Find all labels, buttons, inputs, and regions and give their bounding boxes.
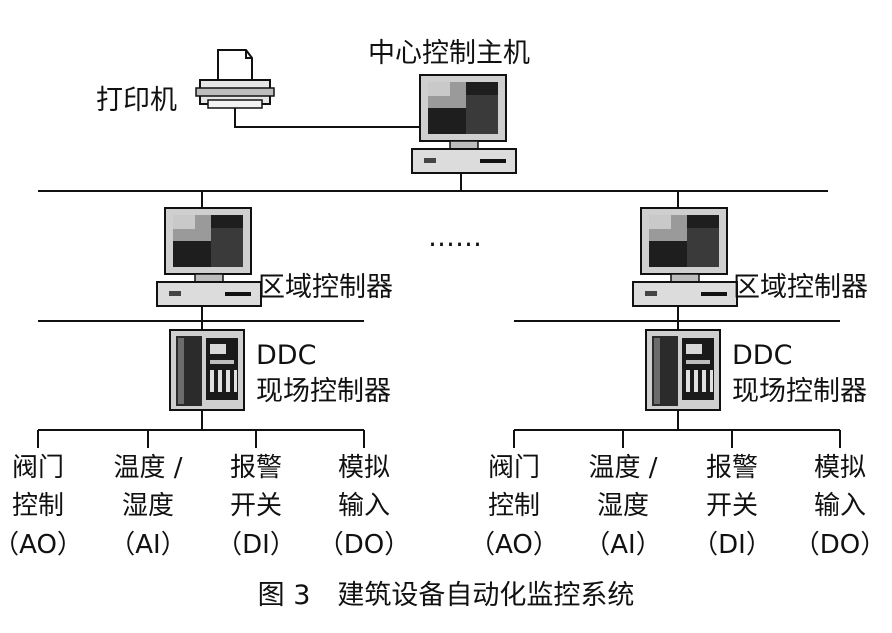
- io-right-3: 模拟 输入 （DO）: [794, 453, 887, 560]
- io-left-1: 温度 / 湿度 （AI）: [109, 453, 186, 560]
- io-right-2-line1: 报警: [706, 453, 758, 483]
- io-right-2-line2: 开关: [706, 491, 758, 521]
- printer-host-link: [234, 108, 420, 128]
- io-right-2-line3: （DI）: [692, 530, 772, 560]
- io-left-1-line3: （AI）: [109, 530, 186, 560]
- io-right-3-line1: 模拟: [814, 453, 866, 483]
- io-right-1: 温度 / 湿度 （AI）: [584, 453, 661, 560]
- io-left-0-line1: 阀门: [12, 453, 64, 483]
- io-left-0: 阀门 控制 （AO）: [0, 453, 83, 560]
- zone-controller-left-icon: [156, 207, 262, 307]
- io-left-3-line2: 输入: [338, 491, 390, 521]
- ddc-left-cabinet-icon: [169, 329, 245, 411]
- io-left-0-line2: 控制: [12, 491, 64, 521]
- printer-label: 打印机: [96, 85, 177, 116]
- io-left-2: 报警 开关 （DI）: [216, 453, 296, 560]
- ddc-left-label-line1: DDC: [256, 340, 316, 371]
- io-right-3-line2: 输入: [814, 491, 866, 521]
- ddc-right-cabinet-icon: [645, 329, 721, 411]
- main-host-label: 中心控制主机: [368, 38, 530, 69]
- printer-icon: [195, 49, 275, 109]
- io-left-3-line3: （DO）: [318, 530, 411, 560]
- zone-controller-right-icon: [632, 207, 738, 307]
- io-left-3-line1: 模拟: [338, 453, 390, 483]
- ddc-right-label-line1: DDC: [732, 340, 792, 371]
- io-right-0: 阀门 控制 （AO）: [469, 453, 559, 560]
- io-right-1-line3: （AI）: [584, 530, 661, 560]
- io-right-1-line1: 温度 /: [588, 453, 657, 483]
- io-right-2: 报警 开关 （DI）: [692, 453, 772, 560]
- io-left-1-line2: 湿度: [122, 491, 174, 521]
- io-left-2-line2: 开关: [230, 491, 282, 521]
- ddc-left-label-line2: 现场控制器: [256, 376, 391, 407]
- ddc-right-label-line2: 现场控制器: [732, 376, 867, 407]
- io-right-0-line1: 阀门: [488, 453, 540, 483]
- io-right-3-line3: （DO）: [794, 530, 887, 560]
- io-left-0-line3: （AO）: [0, 530, 83, 560]
- io-right-0-line2: 控制: [488, 491, 540, 521]
- io-left-1-line1: 温度 /: [113, 453, 182, 483]
- figure-caption: 图 3 建筑设备自动化监控系统: [258, 580, 635, 611]
- ellipsis: ……: [428, 222, 482, 253]
- io-right-0-line3: （AO）: [469, 530, 559, 560]
- zone-controller-right-label: 区域控制器: [733, 272, 868, 303]
- io-left-3: 模拟 输入 （DO）: [318, 453, 411, 560]
- io-left-2-line3: （DI）: [216, 530, 296, 560]
- zone-controller-left-label: 区域控制器: [258, 272, 393, 303]
- main-host-computer-icon: [411, 74, 517, 174]
- io-right-1-line2: 湿度: [597, 491, 649, 521]
- io-left-2-line1: 报警: [230, 453, 282, 483]
